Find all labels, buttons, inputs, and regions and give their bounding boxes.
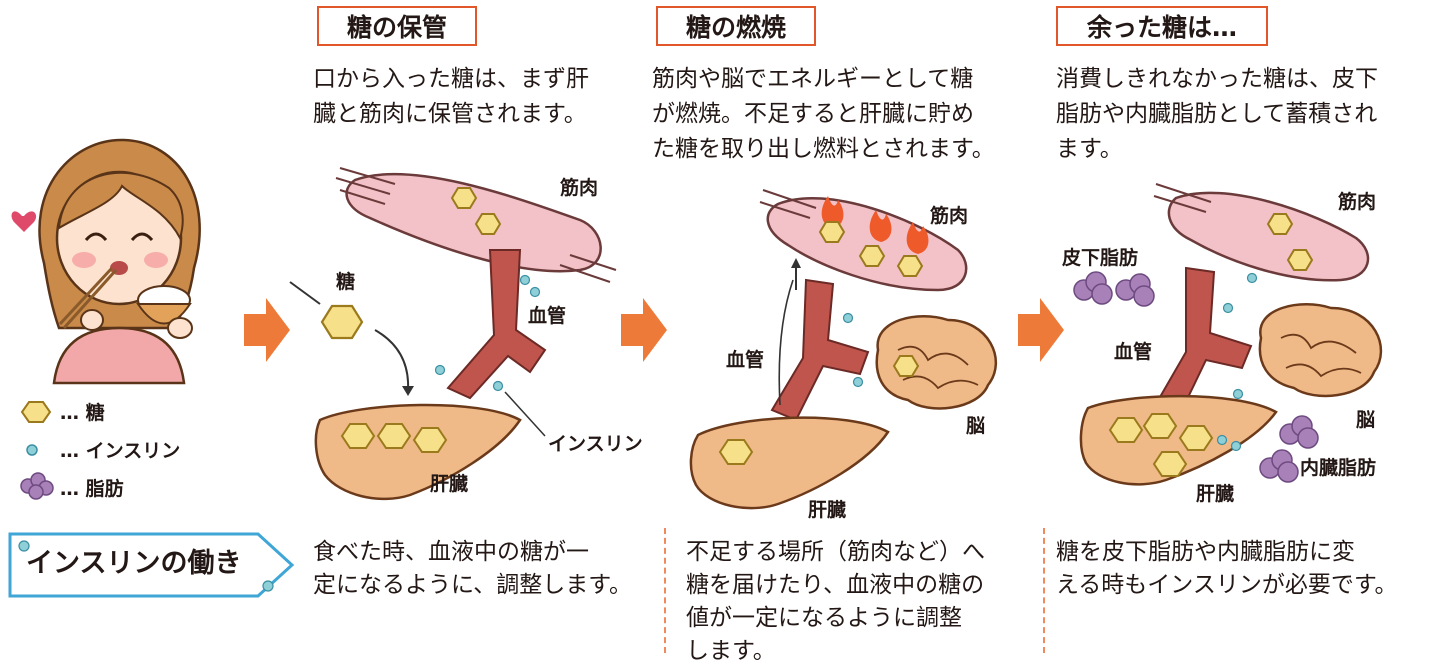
liver-shape [314,403,522,501]
fat-blob-icon [1259,415,1319,483]
panel1-diagram: 筋肉 血管 糖 インスリン 肝臓 [289,167,643,501]
panel3-bottom-text: 糖を皮下脂肪や内臓脂肪に変 える時もインスリンが必要です。 [1056,539,1398,598]
legend-insulin-text: … インスリン [60,440,181,462]
dot-insulin-icon [26,444,38,456]
blood-vessel-shape [446,249,547,400]
divider-1 [664,528,666,653]
badge-label: インスリンの働き [26,548,242,579]
legend-icons [20,401,54,500]
flow-arrow-3-icon [1018,298,1064,362]
panel2-muscle-label: 筋肉 [930,204,968,227]
flow-arrow-2-icon [621,298,667,362]
badge-frame [8,532,295,598]
panel2-liver-label: 肝臓 [808,499,846,521]
panel3-brain-label: 脳 [1355,409,1375,431]
insulin-function-badge: インスリンの働き [6,530,298,600]
panel1-liver-label: 肝臓 [430,473,468,495]
muscle-shape [335,167,617,283]
muscle-shape [1153,183,1370,282]
panel3-visceral-fat-label: 内臓脂肪 [1300,456,1376,479]
blob-fat-icon [20,472,54,500]
panel2-vessel-label: 血管 [726,348,764,371]
panel3-title: 余った糖は… [1056,6,1268,46]
panel1-title: 糖の保管 [317,6,477,46]
blood-vessel-shape [1154,266,1253,416]
panel1-bottom-text: 食べた時、血液中の糖が一 定になるように、調整します。 [313,539,633,598]
panel1-vessel-label: 血管 [528,304,566,327]
blood-vessel-shape [770,278,870,422]
panel2-diagram: 筋肉 血管 脳 肝臓 [689,189,998,521]
legend-fat-text: … 脂肪 [60,478,124,500]
panel3-description: 消費しきれなかった糖は、皮下 脂肪や内臓脂肪として蓄積され ます。 [1056,66,1378,162]
girl-eating-illustration [11,138,201,385]
brain-shape [875,315,998,410]
fat-blob-icon [1073,271,1155,307]
panel1-muscle-label: 筋肉 [560,176,598,199]
panel3-vessel-label: 血管 [1114,340,1152,363]
flow-arrow-1-icon [244,298,290,362]
legend-sugar-text: … 糖 [60,402,105,424]
panel3-diagram: 筋肉 皮下脂肪 血管 脳 肝臓 内臓脂肪 [1062,183,1383,505]
hexagon-sugar-icon [20,401,52,423]
liver-shape [689,416,890,510]
panel1-description: 口から入った糖は、まず肝 臓と筋肉に保管されます。 [313,66,589,127]
brain-shape [1258,303,1383,398]
panel2-title: 糖の燃焼 [656,6,816,46]
panel2-bottom-text: 不足する場所（筋肉など）へ 糖を届けたり、血液中の糖の 値が一定になるように調整… [686,539,985,664]
panel2-description: 筋肉や脳でエネルギーとして糖 が燃焼。不足すると肝臓に貯め た糖を取り出し燃料と… [652,66,995,162]
divider-2 [1043,528,1045,653]
panel3-liver-label: 肝臓 [1196,483,1234,505]
panel2-brain-label: 脳 [965,415,985,437]
panel1-insulin-label: インスリン [548,433,643,455]
panel3-muscle-label: 筋肉 [1338,190,1376,213]
panel1-sugar-label: 糖 [336,270,355,293]
panel3-subcutaneous-fat-label: 皮下脂肪 [1062,246,1138,269]
heart-icon [11,211,37,232]
